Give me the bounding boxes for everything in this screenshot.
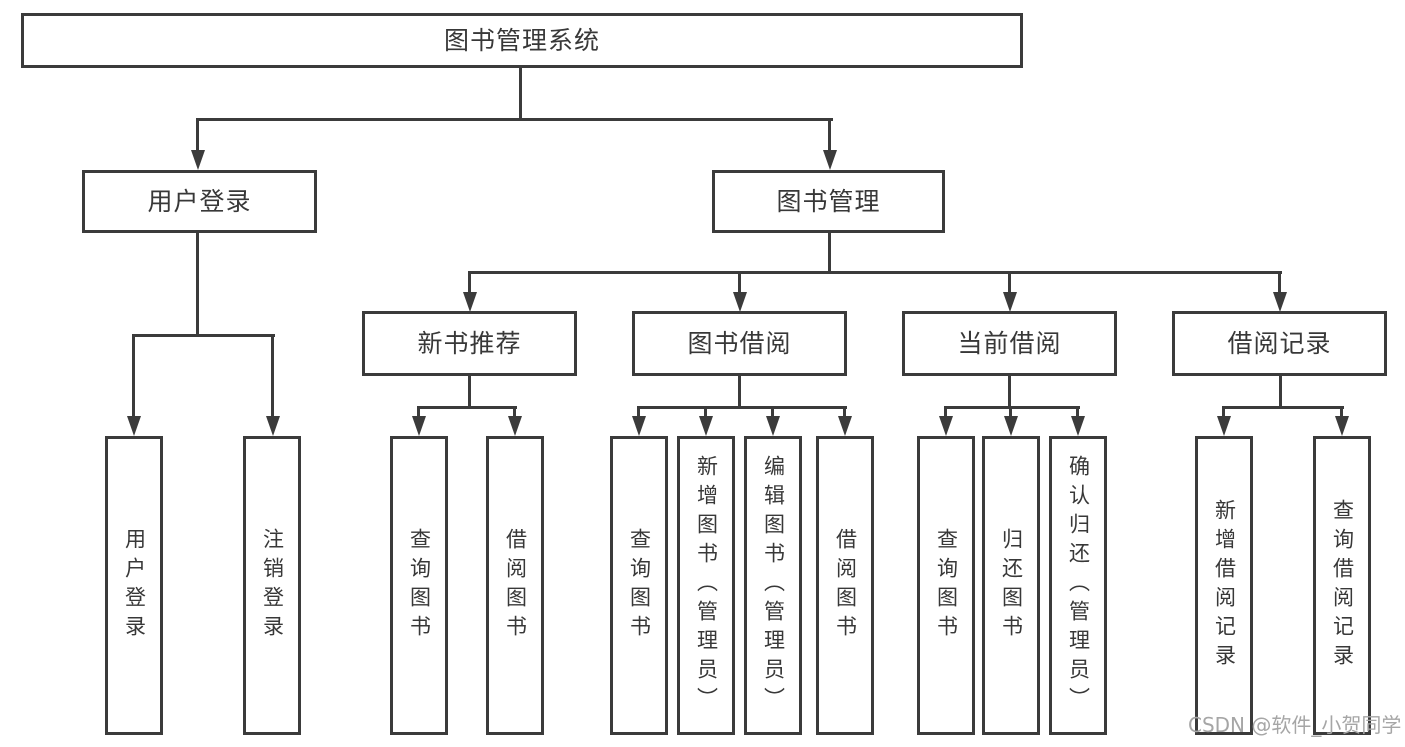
connector-line: [513, 406, 516, 418]
arrowhead-down-icon: [1071, 416, 1085, 436]
arrowhead-down-icon: [266, 416, 280, 436]
connector-line: [468, 376, 471, 408]
connector-line: [132, 334, 135, 418]
csdn-watermark: CSDN @软件_小贺同学: [1188, 713, 1402, 737]
leaf-add-borrow-record: 新增借阅记录: [1195, 436, 1253, 735]
node-label: 查询图书: [627, 527, 652, 644]
node-label: 用户登录: [122, 527, 147, 644]
connector-line: [738, 271, 741, 294]
connector-line: [468, 271, 1282, 274]
connector-line: [271, 334, 274, 418]
leaf-return-book: 归还图书: [982, 436, 1040, 735]
leaf-query-borrow-record: 查询借阅记录: [1313, 436, 1371, 735]
connector-line: [1279, 376, 1282, 408]
connector-line: [1222, 406, 1225, 418]
connector-line: [197, 118, 833, 121]
arrowhead-down-icon: [1004, 416, 1018, 436]
connector-line: [704, 406, 707, 418]
arrowhead-down-icon: [1273, 292, 1287, 312]
connector-line: [468, 271, 471, 294]
arrowhead-down-icon: [508, 416, 522, 436]
connector-line: [944, 406, 947, 418]
leaf-confirm-return-admin: 确认归还（管理员）: [1049, 436, 1107, 735]
node-borrowing-records: 借阅记录: [1172, 311, 1387, 376]
arrowhead-down-icon: [838, 416, 852, 436]
arrowhead-down-icon: [191, 150, 205, 170]
connector-line: [738, 376, 741, 408]
connector-line: [637, 406, 640, 418]
connector-line: [196, 118, 199, 152]
connector-line: [196, 233, 199, 336]
node-label: 新增借阅记录: [1212, 498, 1237, 673]
node-label: 新书推荐: [417, 329, 522, 358]
node-current-borrowing: 当前借阅: [902, 311, 1117, 376]
node-label: 借阅图书: [833, 527, 858, 644]
arrowhead-down-icon: [733, 292, 747, 312]
arrowhead-down-icon: [632, 416, 646, 436]
node-book-borrowing: 图书借阅: [632, 311, 847, 376]
node-label: 查询图书: [934, 527, 959, 644]
node-book-management: 图书管理: [712, 170, 945, 233]
arrowhead-down-icon: [939, 416, 953, 436]
arrowhead-down-icon: [1335, 416, 1349, 436]
connector-line: [1008, 376, 1011, 408]
connector-line: [417, 406, 420, 418]
leaf-query-books: 查询图书: [917, 436, 975, 735]
connector-line: [843, 406, 846, 418]
node-label: 新增图书（管理员）: [694, 455, 719, 716]
leaf-borrow-books: 借阅图书: [816, 436, 874, 735]
connector-line: [771, 406, 774, 418]
node-new-book-recommend: 新书推荐: [362, 311, 577, 376]
leaf-logout: 注销登录: [243, 436, 301, 735]
node-label: 借阅记录: [1227, 329, 1332, 358]
node-label: 当前借阅: [957, 329, 1062, 358]
connector-line: [828, 118, 831, 152]
connector-line: [1008, 271, 1011, 294]
arrowhead-down-icon: [823, 150, 837, 170]
connector-line: [1222, 406, 1344, 409]
arrowhead-down-icon: [127, 416, 141, 436]
connector-line: [1009, 406, 1012, 418]
node-user-login: 用户登录: [82, 170, 317, 233]
connector-line: [132, 334, 275, 337]
node-label: 借阅图书: [503, 527, 528, 644]
arrowhead-down-icon: [463, 292, 477, 312]
node-label: 图书管理系统: [443, 26, 600, 55]
node-label: 确认归还（管理员）: [1066, 455, 1091, 716]
leaf-user-login: 用户登录: [105, 436, 163, 735]
node-label: 注销登录: [260, 527, 285, 644]
connector-line: [1340, 406, 1343, 418]
node-label: 归还图书: [999, 527, 1024, 644]
node-label: 图书管理: [776, 187, 881, 216]
connector-line: [1278, 271, 1281, 294]
leaf-borrow-books: 借阅图书: [486, 436, 544, 735]
node-label: 图书借阅: [687, 329, 792, 358]
node-label: 查询借阅记录: [1330, 498, 1355, 673]
arrowhead-down-icon: [412, 416, 426, 436]
arrowhead-down-icon: [766, 416, 780, 436]
connector-line: [519, 68, 522, 118]
leaf-query-books: 查询图书: [610, 436, 668, 735]
node-library-system: 图书管理系统: [21, 13, 1023, 68]
node-label: 查询图书: [407, 527, 432, 644]
connector-line: [828, 233, 831, 274]
connector-line: [1076, 406, 1079, 418]
node-label: 用户登录: [147, 187, 252, 216]
connector-line: [637, 406, 847, 409]
node-label: 编辑图书（管理员）: [761, 455, 786, 716]
connector-line: [417, 406, 517, 409]
arrowhead-down-icon: [1217, 416, 1231, 436]
arrowhead-down-icon: [1003, 292, 1017, 312]
connector-line: [944, 406, 1080, 409]
arrowhead-down-icon: [699, 416, 713, 436]
leaf-add-book-admin: 新增图书（管理员）: [677, 436, 735, 735]
leaf-edit-book-admin: 编辑图书（管理员）: [744, 436, 802, 735]
leaf-query-books: 查询图书: [390, 436, 448, 735]
